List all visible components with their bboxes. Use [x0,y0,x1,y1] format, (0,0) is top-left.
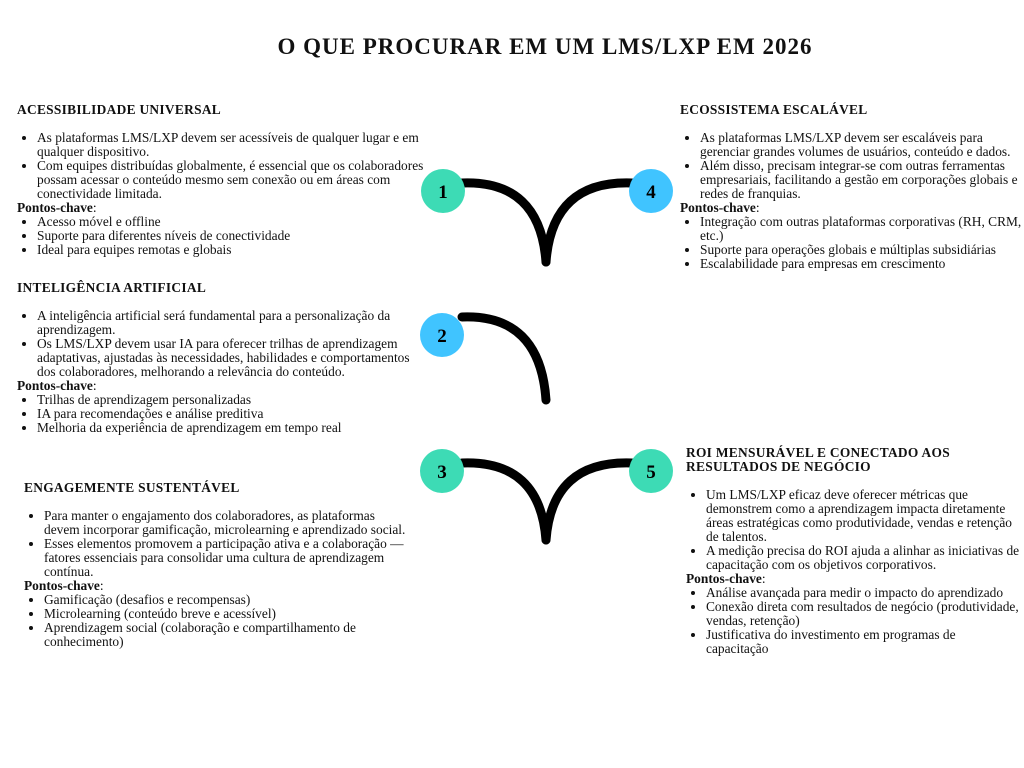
connector-arc [457,458,551,545]
step-1-marker: 1 [421,169,465,213]
description-item: As plataformas LMS/LXP devem ser acessív… [37,131,427,159]
key-points-list: Integração com outras plataformas corpor… [680,215,1024,271]
key-points-list: Trilhas de aprendizagem personalizadasIA… [17,393,417,435]
key-points-label: Pontos-chave: [686,571,766,586]
description-list: Um LMS/LXP eficaz deve oferecer métricas… [686,488,1021,572]
connector-arc [457,312,551,405]
section-title: ECOSSISTEMA ESCALÁVEL [680,102,868,117]
description-item: A medição precisa do ROI ajuda a alinhar… [706,544,1021,572]
description-item: Com equipes distribuídas globalmente, é … [37,159,427,201]
step-number: 1 [438,182,448,203]
section-title: ENGAGEMENTE SUSTENTÁVEL [24,480,240,495]
key-point-item: Escalabilidade para empresas em crescime… [700,257,1024,271]
section-roi: ROI MENSURÁVEL E CONECTADO AOS RESULTADO… [686,446,1021,656]
key-points-list: Análise avançada para medir o impacto do… [686,586,1021,656]
key-point-item: Microlearning (conteúdo breve e acessíve… [44,607,409,621]
key-points-label: Pontos-chave: [17,200,97,215]
description-item: Além disso, precisam integrar-se com out… [700,159,1024,201]
step-3-marker: 3 [420,449,464,493]
section-title: ROI MENSURÁVEL E CONECTADO AOS RESULTADO… [686,445,950,474]
key-point-item: Acesso móvel e offline [37,215,427,229]
key-point-item: Aprendizagem social (colaboração e compa… [44,621,409,649]
key-point-item: Suporte para operações globais e múltipl… [700,243,1024,257]
key-points-label: Pontos-chave: [24,578,104,593]
key-points-list: Gamificação (desafios e recompensas)Micr… [24,593,409,649]
description-list: As plataformas LMS/LXP devem ser acessív… [17,131,427,201]
key-point-item: IA para recomendações e análise preditiv… [37,407,417,421]
step-number: 4 [646,182,656,203]
key-point-item: Melhoria da experiência de aprendizagem … [37,421,417,435]
key-point-item: Justificativa do investimento em program… [706,628,1021,656]
description-list: Para manter o engajamento dos colaborado… [24,509,409,579]
key-point-item: Análise avançada para medir o impacto do… [706,586,1021,600]
key-points-label: Pontos-chave: [17,378,97,393]
step-5-marker: 5 [629,449,673,493]
section-acessibilidade: ACESSIBILIDADE UNIVERSAL As plataformas L… [17,103,427,257]
step-number: 5 [646,462,656,483]
description-item: A inteligência artificial será fundament… [37,309,417,337]
description-item: Para manter o engajamento dos colaborado… [44,509,409,537]
step-4-marker: 4 [629,169,673,213]
key-point-item: Ideal para equipes remotas e globais [37,243,427,257]
section-engagement: ENGAGEMENTE SUSTENTÁVEL Para manter o eng… [24,481,409,649]
key-point-item: Suporte para diferentes níveis de conect… [37,229,427,243]
description-item: As plataformas LMS/LXP devem ser escaláv… [700,131,1024,159]
connector-arc [541,458,637,545]
description-item: Os LMS/LXP devem usar IA para oferecer t… [37,337,417,379]
section-ecossistema: ECOSSISTEMA ESCALÁVEL As plataformas LMS/… [680,103,1024,271]
step-2-marker: 2 [420,313,464,357]
section-title: ACESSIBILIDADE UNIVERSAL [17,102,222,117]
description-item: Um LMS/LXP eficaz deve oferecer métricas… [706,488,1021,544]
key-points-label: Pontos-chave: [680,200,760,215]
page-title: O QUE PROCURAR EM UM LMS/LXP EM 2026 [277,34,813,59]
key-point-item: Conexão direta com resultados de negócio… [706,600,1021,628]
key-point-item: Integração com outras plataformas corpor… [700,215,1024,243]
description-list: As plataformas LMS/LXP devem ser escaláv… [680,131,1024,201]
section-title: INTELIGÊNCIA ARTIFICIAL [17,280,207,295]
description-list: A inteligência artificial será fundament… [17,309,417,379]
step-number: 2 [437,326,447,347]
key-points-list: Acesso móvel e offlineSuporte para difer… [17,215,427,257]
key-point-item: Trilhas de aprendizagem personalizadas [37,393,417,407]
connector-arc [541,178,637,267]
key-point-item: Gamificação (desafios e recompensas) [44,593,409,607]
connector-arc [457,178,551,267]
description-item: Esses elementos promovem a participação … [44,537,409,579]
step-number: 3 [437,462,447,483]
section-inteligencia-artificial: INTELIGÊNCIA ARTIFICIAL A inteligência ar… [17,281,417,435]
